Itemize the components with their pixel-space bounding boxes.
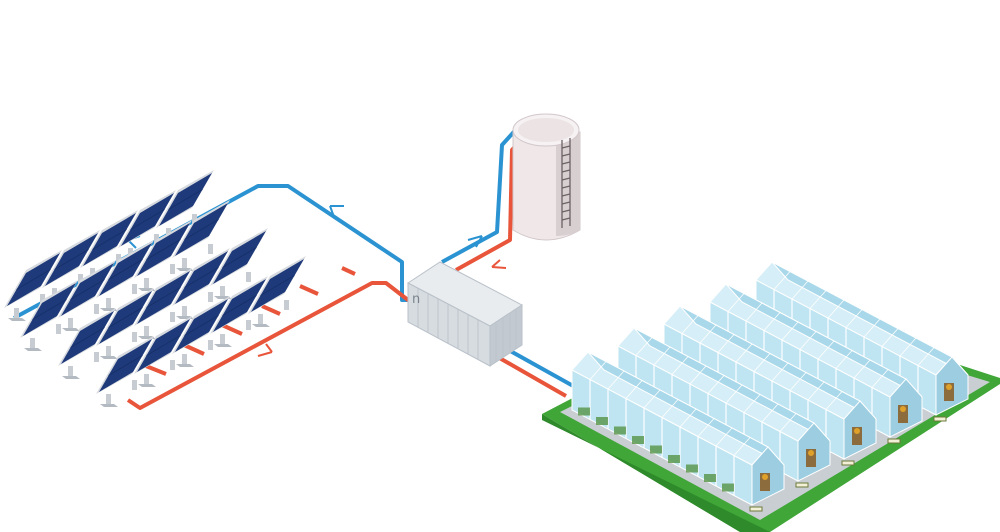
greenhouse-row (571, 351, 785, 512)
solar-panel (58, 260, 116, 331)
solar-panel (172, 248, 230, 319)
container-marking: n (412, 292, 420, 307)
solar-panel (96, 336, 154, 407)
container-corrugation (417, 288, 517, 362)
solar-panel (134, 316, 192, 387)
hot-pipe-to-greenhouse (495, 354, 567, 398)
solar-panel (42, 230, 100, 301)
solar-panel (58, 308, 116, 379)
solar-panel (96, 240, 154, 311)
flow-arrow-hot (257, 259, 507, 357)
water-tank-icon (512, 113, 581, 241)
cold-pipe-to-greenhouse (504, 346, 576, 389)
solar-panel (80, 210, 138, 281)
solar-panel (210, 276, 268, 347)
solar-panel (118, 190, 176, 261)
tank-ladder (561, 138, 571, 228)
hot-pipe-branches (145, 266, 356, 376)
solar-panel (172, 296, 230, 367)
shipping-container-icon: n (407, 261, 523, 367)
solar-panel (96, 288, 154, 359)
greenhouse-icon (542, 261, 1000, 532)
solar-panel (4, 250, 62, 321)
solar-panel (210, 228, 268, 299)
solar-panel (172, 200, 230, 271)
solar-panel-array-icon (4, 170, 306, 407)
solar-panel (20, 280, 78, 351)
solar-panel (248, 256, 306, 327)
